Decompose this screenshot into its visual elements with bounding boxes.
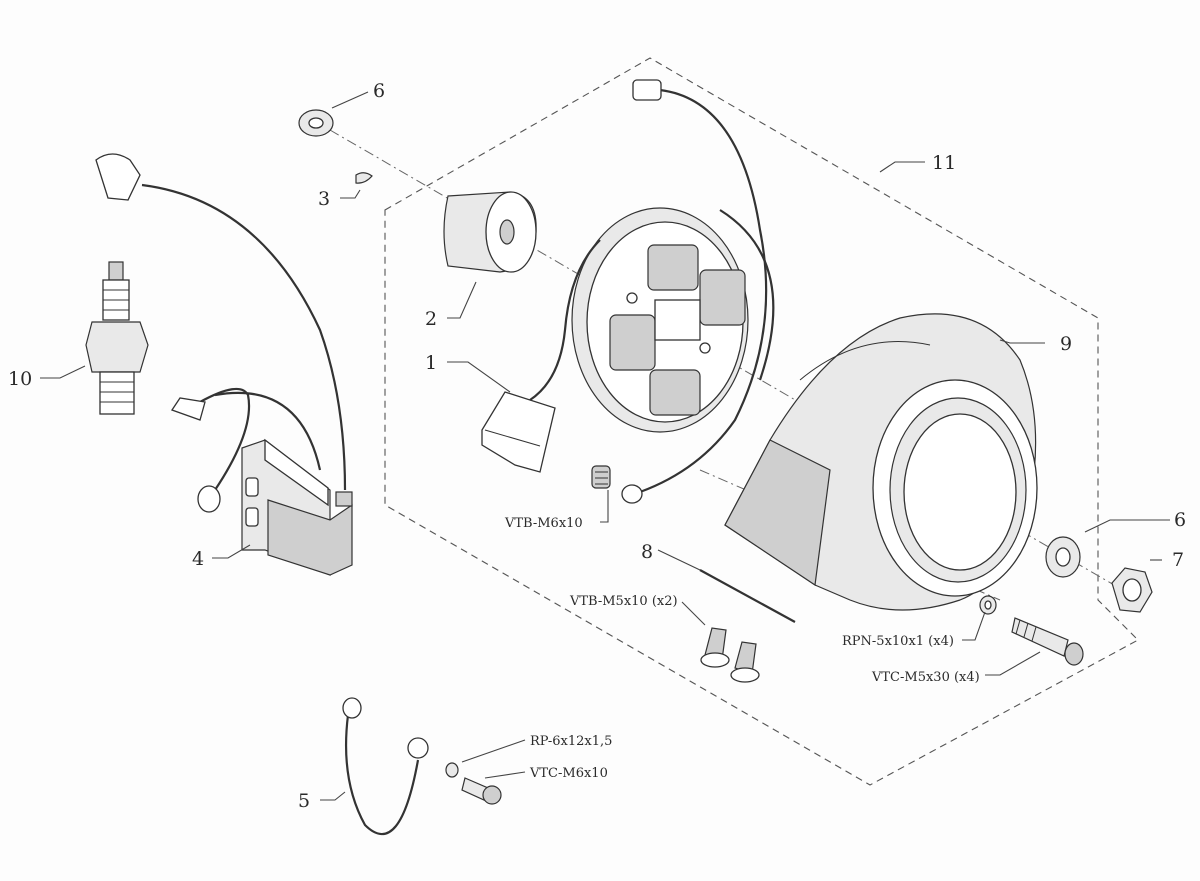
spark-plug-boot [95, 153, 347, 491]
label-8: 8 [641, 541, 653, 563]
washer-rpn [979, 595, 997, 615]
spark-plug [85, 261, 149, 415]
label-1: 1 [425, 352, 437, 374]
label-3: 3 [318, 188, 330, 210]
screw-vtb-m6x10 [591, 465, 611, 489]
label-5: 5 [298, 790, 310, 812]
code-vtb-m5x10: VTB-M5x10 (x2) [569, 594, 678, 609]
woodruff-key [355, 172, 373, 184]
fan-housing [724, 313, 1038, 611]
washer-right [1045, 536, 1081, 578]
code-rpn: RPN-5x10x1 (x4) [842, 634, 954, 649]
washer-top [298, 109, 334, 137]
label-9: 9 [1060, 333, 1072, 355]
code-vtc-m5x30: VTC-M5x30 (x4) [871, 670, 980, 685]
pin-rod [699, 569, 796, 623]
label-6-right: 6 [1174, 509, 1186, 531]
ground-cable [342, 697, 429, 836]
assembly-11-outline [384, 57, 1139, 786]
stator-wire-loop [621, 79, 775, 504]
label-6-top: 6 [373, 80, 385, 102]
ignition-coil [241, 438, 353, 576]
label-7: 7 [1172, 549, 1184, 571]
washer-rp-6x12 [445, 762, 459, 778]
label-10: 10 [8, 368, 32, 390]
leader-lines [40, 91, 1170, 801]
stator-plate [571, 207, 749, 433]
label-4: 4 [192, 548, 204, 570]
bolt-vtc-m6x10 [461, 777, 502, 805]
label-11: 11 [932, 152, 956, 174]
label-2: 2 [425, 308, 437, 330]
coil-wires [170, 387, 322, 513]
code-rp-6x12: RP-6x12x1,5 [530, 734, 612, 749]
code-vtb-m6x10: VTB-M6x10 [504, 516, 583, 531]
code-vtc-m6x10: VTC-M6x10 [529, 766, 608, 781]
bolt-vtc-m5x30 [1011, 617, 1084, 666]
screws-vtb-m5x10 [700, 627, 760, 683]
hex-nut [1111, 567, 1153, 613]
flywheel-rotor [443, 191, 537, 273]
stator-connector [481, 239, 601, 473]
